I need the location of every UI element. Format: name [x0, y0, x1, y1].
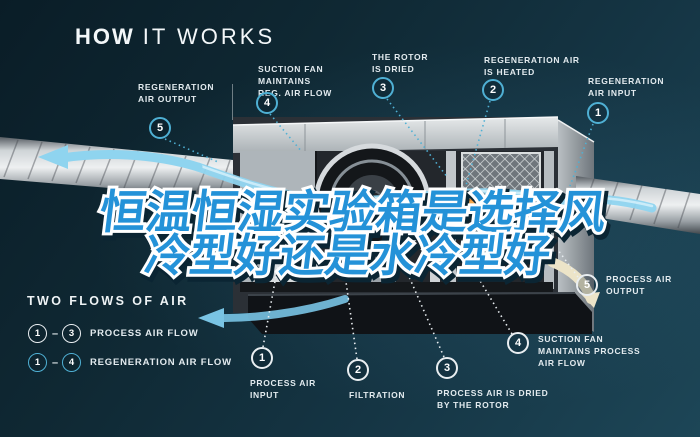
callout-circle-process-1: 1 — [251, 347, 273, 369]
headline-line1: 恒温恒湿实验箱是选择风 — [97, 185, 609, 239]
title-bold: HOW — [75, 24, 135, 49]
svg-text:恒温恒湿实验箱是选择风: 恒温恒湿实验箱是选择风 — [99, 189, 611, 243]
callout-label-regen-1: REGENERATION AIR INPUT — [588, 76, 665, 98]
regeneration-airflow-arrows — [38, 145, 657, 213]
callout-label-process-5: PROCESS AIR OUTPUT — [606, 274, 672, 296]
legend-row2-start-circle: 1 — [28, 353, 47, 372]
callout-label-regen-2: REGENERATION AIR IS HEATED — [484, 55, 580, 77]
legend-row1-end-circle: 3 — [62, 324, 81, 343]
callout-circle-process-2: 2 — [347, 359, 369, 381]
legend-row2-label: REGENERATION AIR FLOW — [90, 357, 232, 368]
callout-label-process-3: PROCESS AIR IS DRIED BY THE ROTOR — [437, 388, 549, 410]
legend-row2-dash: – — [52, 357, 59, 369]
callout-circle-process-4: 4 — [507, 332, 529, 354]
callout-label-process-2: FILTRATION — [349, 390, 406, 400]
callout-label-process-4: SUCTION FAN MAINTAINS PROCESS AIR FLOW — [538, 334, 641, 368]
divider-panel — [446, 151, 456, 287]
headline-line2: 冷型好还是水冷型好 — [142, 229, 553, 282]
callout-circle-process-3: 3 — [436, 357, 458, 379]
callout-circle-regen-4: 4 — [256, 92, 278, 114]
callout-circle-regen-2: 2 — [482, 79, 504, 101]
machine-body — [232, 116, 595, 334]
callout-circle-regen-3: 3 — [372, 77, 394, 99]
legend-row1-dash: – — [52, 328, 59, 340]
regeneration-leader-lines — [164, 98, 594, 197]
legend-row2-end-circle: 4 — [62, 353, 81, 372]
callout-label-process-1: PROCESS AIR INPUT — [250, 378, 316, 400]
callout-circle-regen-1: 1 — [587, 102, 609, 124]
lower-panel — [262, 234, 300, 291]
process-leader-lines — [262, 249, 579, 360]
legend-heading: TWO FLOWS OF AIR — [27, 294, 189, 308]
title-light: IT WORKS — [142, 24, 276, 49]
svg-text:冷型好还是水冷型好: 冷型好还是水冷型好 — [144, 233, 555, 286]
legend-row1-label: PROCESS AIR FLOW — [90, 328, 199, 339]
title-divider — [232, 84, 233, 120]
headline-overlay: 恒温恒湿实验箱是选择风 冷型好还是水冷型好 恒温恒湿实验箱是选择风 冷型好还是水… — [94, 182, 616, 290]
callout-circle-process-5: 5 — [576, 274, 598, 296]
callout-circle-regen-5: 5 — [149, 117, 171, 139]
callout-label-regen-3: THE ROTOR IS DRIED — [372, 52, 429, 74]
callout-label-regen-5: REGENERATION AIR OUTPUT — [138, 82, 215, 104]
legend-row1-start-circle: 1 — [28, 324, 47, 343]
page-title: HOW IT WORKS — [75, 24, 275, 50]
